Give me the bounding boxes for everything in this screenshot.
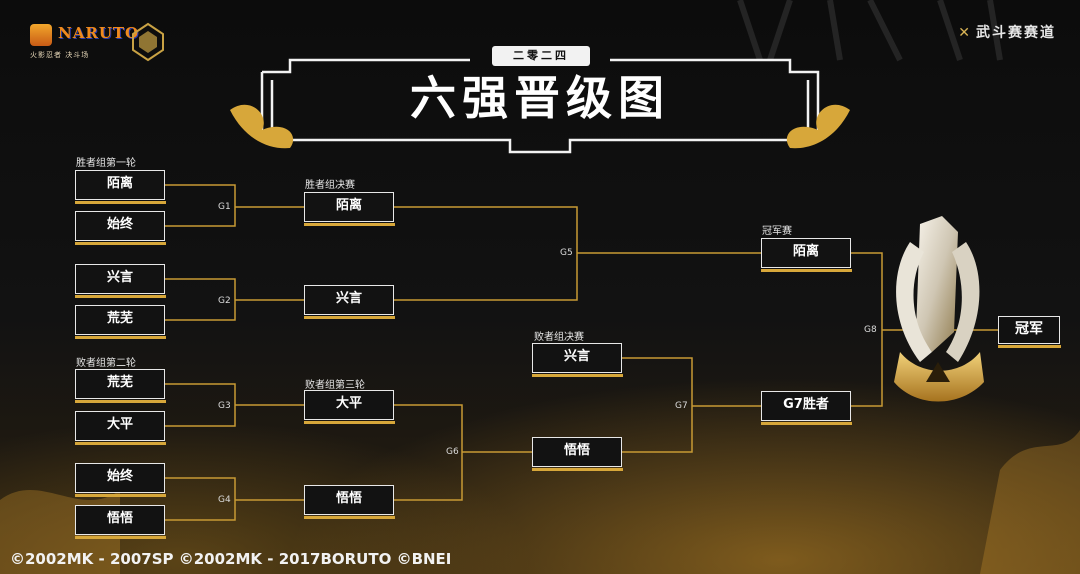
player-slot-lf-1: 兴言 — [531, 343, 623, 377]
game-label-g7: G7 — [675, 401, 688, 411]
section-losers-round3: 败者组第三轮 — [305, 380, 365, 391]
player-slot-l3-2: 悟悟 — [303, 485, 395, 519]
game-label-g8: G8 — [864, 325, 877, 335]
fox-icon — [30, 24, 52, 46]
player-slot-wf-1: 陌离 — [303, 192, 395, 226]
player-slot-l2-3: 始终 — [74, 463, 166, 497]
cross-swords-icon: ✕ — [958, 25, 972, 41]
copyright-footer: ©2002MK - 2007SP ©2002MK - 2017BORUTO ©B… — [10, 550, 452, 568]
section-winners-round1: 胜者组第一轮 — [76, 158, 136, 169]
brand-label: ✕武斗赛赛道 — [958, 22, 1056, 42]
player-slot-wf-2: 兴言 — [303, 285, 395, 319]
game-label-g1: G1 — [218, 202, 231, 212]
player-slot-gf-1: 陌离 — [760, 238, 852, 272]
section-losers-final: 败者组决赛 — [534, 332, 584, 343]
page-title: 六强晋级图 — [410, 71, 670, 125]
player-slot-gf-2: G7胜者 — [760, 391, 852, 425]
game-label-g3: G3 — [218, 401, 231, 411]
game-label-g4: G4 — [218, 495, 231, 505]
player-slot-l2-1: 荒芜 — [74, 369, 166, 403]
player-slot-r1-1: 陌离 — [74, 170, 166, 204]
player-slot-l2-2: 大平 — [74, 411, 166, 445]
section-grand-final: 冠军赛 — [762, 226, 792, 237]
game-label-g2: G2 — [218, 296, 231, 306]
year-badge: 二零二四 — [492, 46, 590, 66]
player-slot-r1-3: 兴言 — [74, 264, 166, 298]
game-label-g6: G6 — [446, 447, 459, 457]
trophy-icon — [894, 216, 984, 402]
player-slot-l2-4: 悟悟 — [74, 505, 166, 539]
game-logo: NARUTO 火影忍者 决斗场 — [30, 24, 170, 62]
brand-text: 武斗赛赛道 — [976, 25, 1056, 41]
player-slot-r1-4: 荒芜 — [74, 305, 166, 339]
section-losers-round2: 败者组第二轮 — [76, 358, 136, 369]
player-slot-r1-2: 始终 — [74, 211, 166, 245]
tournament-emblem-icon — [132, 22, 164, 62]
player-slot-l3-1: 大平 — [303, 390, 395, 424]
logo-wordmark: NARUTO — [58, 24, 140, 42]
game-label-g5: G5 — [560, 248, 573, 258]
player-slot-lf-2: 悟悟 — [531, 437, 623, 471]
champion-label: 冠军 — [997, 316, 1061, 348]
logo-subtitle: 火影忍者 决斗场 — [30, 51, 90, 59]
section-winners-final: 胜者组决赛 — [305, 180, 355, 191]
